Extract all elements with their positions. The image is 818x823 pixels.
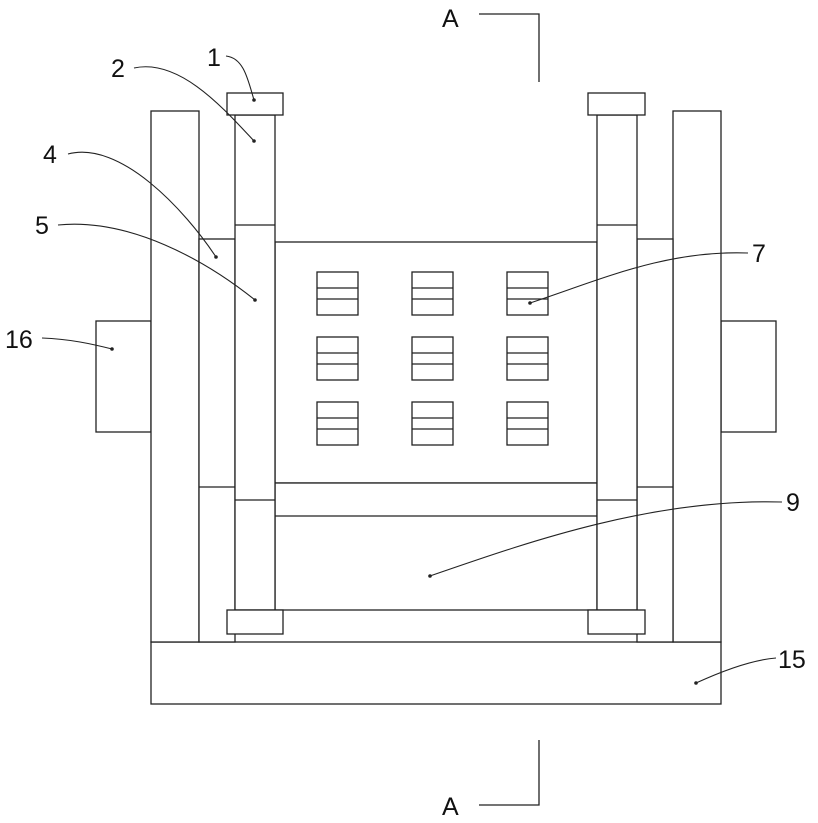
window-cell [317, 402, 358, 445]
window-cell-grid [317, 272, 548, 445]
top-cap-right [588, 93, 645, 115]
inner-frame-right [637, 239, 673, 642]
section-mark-top: A [442, 5, 539, 82]
window-cell [412, 337, 453, 380]
callout-label-2: 2 [111, 55, 125, 83]
section-label-top: A [442, 5, 459, 33]
window-cell [507, 402, 548, 445]
callout-label-9: 9 [786, 489, 800, 517]
callout-label-16: 16 [5, 326, 33, 354]
inner-frame-left [199, 239, 235, 642]
base-plate [151, 642, 721, 704]
window-cell [412, 402, 453, 445]
window-cell [317, 272, 358, 315]
bottom-cap-left [227, 610, 283, 634]
callout-label-4: 4 [43, 141, 57, 169]
callout-label-15: 15 [778, 646, 806, 674]
side-bracket-left [96, 321, 151, 432]
window-cell [507, 272, 548, 315]
lower-section [275, 483, 597, 610]
window-cell [507, 337, 548, 380]
guide-column-left [235, 115, 275, 610]
guide-column-right [597, 115, 637, 610]
side-bracket-right [721, 321, 776, 432]
outer-post-right [673, 111, 721, 642]
bottom-cap-right [588, 610, 645, 634]
callout-label-1: 1 [207, 44, 221, 72]
callout-label-7: 7 [752, 240, 766, 268]
outer-post-left [151, 111, 199, 642]
window-cell [317, 337, 358, 380]
callout-label-5: 5 [35, 212, 49, 240]
section-mark-bottom: A [442, 740, 539, 821]
top-cap-left [227, 93, 283, 115]
section-label-bottom: A [442, 793, 459, 821]
window-cell [412, 272, 453, 315]
